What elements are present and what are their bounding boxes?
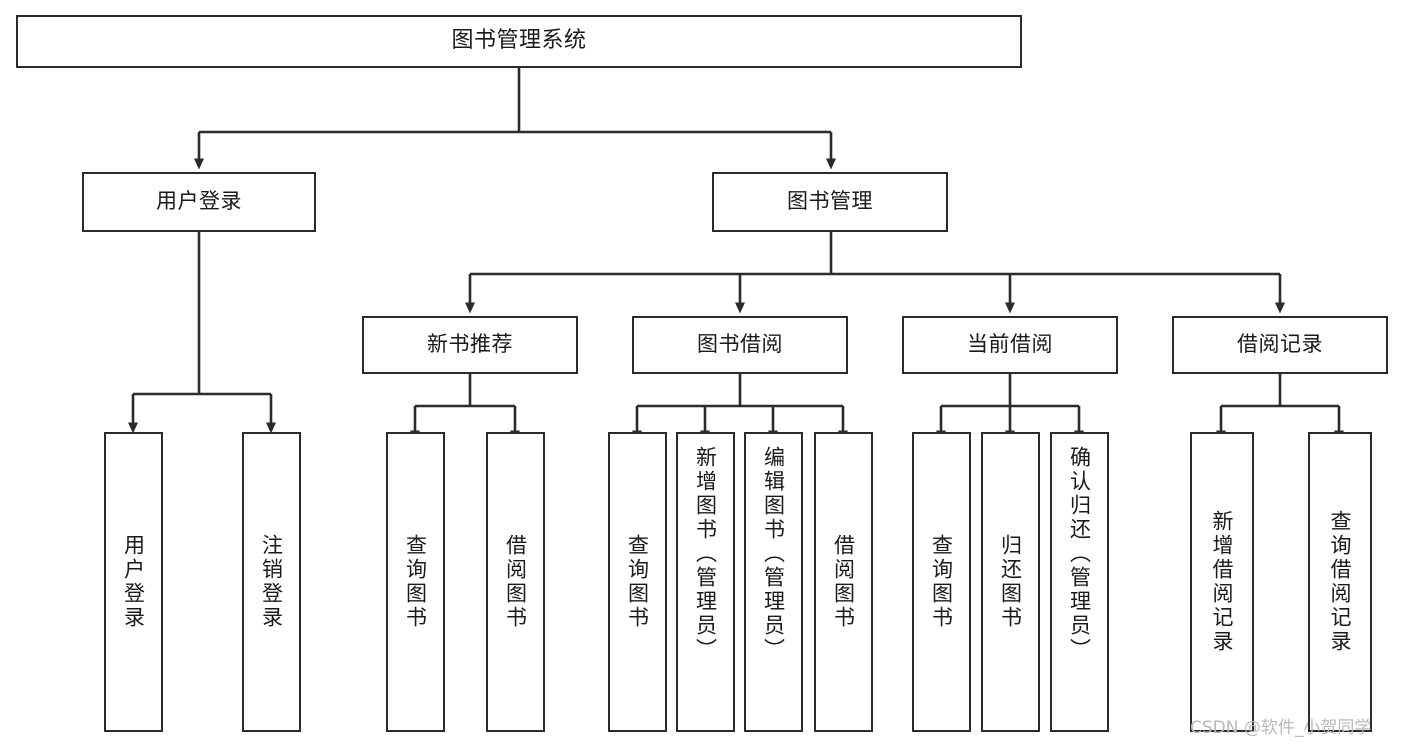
leaf-add-borrow-record[interactable]: 新增借阅记录 [1190, 432, 1254, 732]
csdn-watermark: CSDN @软件_小贺同学 [1190, 718, 1372, 738]
leaf-query-book-borrow[interactable]: 查询图书 [608, 432, 667, 732]
leaf-user-login[interactable]: 用户登录 [104, 432, 163, 732]
node-book-borrow[interactable]: 图书借阅 [632, 316, 848, 374]
node-current-borrow[interactable]: 当前借阅 [902, 316, 1118, 374]
node-label: 编辑图书（管理员） [761, 446, 786, 662]
node-label: 图书管理 [787, 189, 873, 214]
leaf-borrow-book[interactable]: 借阅图书 [814, 432, 873, 732]
node-label: 借阅记录 [1237, 332, 1323, 357]
leaf-user-logout[interactable]: 注销登录 [242, 432, 301, 732]
leaf-return-book[interactable]: 归还图书 [981, 432, 1040, 732]
node-label: 图书借阅 [697, 332, 783, 357]
node-user-login[interactable]: 用户登录 [82, 172, 316, 232]
node-label: 当前借阅 [967, 332, 1053, 357]
node-label: 注销登录 [259, 534, 284, 630]
leaf-query-borrow-record[interactable]: 查询借阅记录 [1308, 432, 1372, 732]
node-label: 确认归还（管理员） [1067, 446, 1092, 662]
node-borrow-record[interactable]: 借阅记录 [1172, 316, 1388, 374]
node-label: 用户登录 [121, 534, 146, 630]
node-new-book-recommend[interactable]: 新书推荐 [362, 316, 578, 374]
node-label: 查询图书 [403, 534, 428, 630]
node-label: 用户登录 [156, 189, 242, 214]
node-label: 新书推荐 [427, 332, 513, 357]
node-label: 新增图书（管理员） [693, 446, 718, 662]
node-label: 借阅图书 [503, 534, 528, 630]
leaf-query-book-current[interactable]: 查询图书 [912, 432, 971, 732]
node-label: 借阅图书 [831, 534, 856, 630]
node-label: 查询图书 [929, 534, 954, 630]
node-label: 图书管理系统 [451, 28, 587, 54]
node-label: 归还图书 [998, 534, 1023, 630]
node-label: 查询借阅记录 [1328, 510, 1353, 654]
leaf-borrow-book-recommend[interactable]: 借阅图书 [486, 432, 545, 732]
node-label: 查询图书 [625, 534, 650, 630]
node-book-management[interactable]: 图书管理 [712, 172, 948, 232]
leaf-confirm-return-admin[interactable]: 确认归还（管理员） [1050, 432, 1109, 732]
node-root-book-management-system[interactable]: 图书管理系统 [16, 15, 1022, 68]
leaf-edit-book-admin[interactable]: 编辑图书（管理员） [744, 432, 803, 732]
leaf-query-book-recommend[interactable]: 查询图书 [386, 432, 445, 732]
leaf-add-book-admin[interactable]: 新增图书（管理员） [676, 432, 735, 732]
node-label: 新增借阅记录 [1210, 510, 1235, 654]
